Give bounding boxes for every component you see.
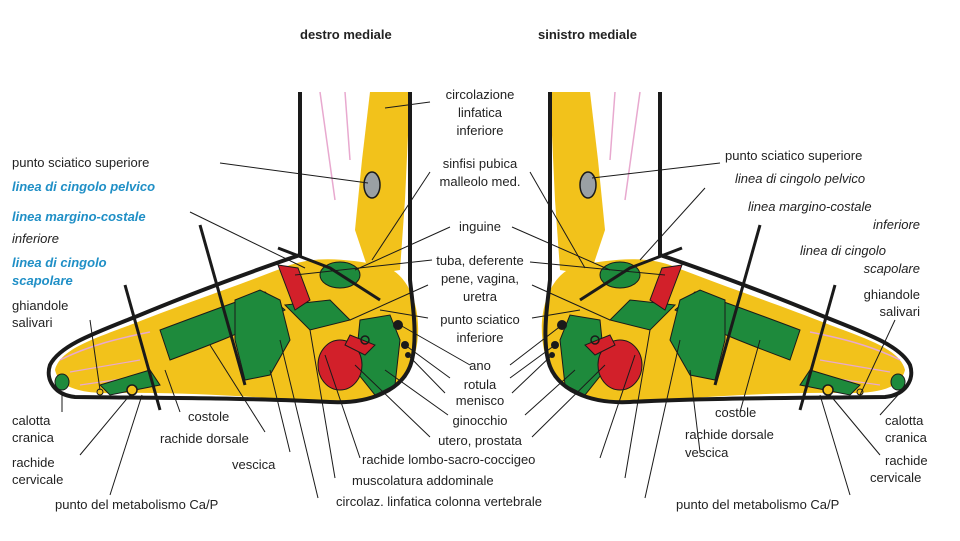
label-metab-left: punto del metabolismo Ca/P <box>55 497 219 512</box>
label-scapolare-right-1: linea di cingolo <box>800 243 887 258</box>
label-rachide-cerv-left-2: cervicale <box>12 472 64 487</box>
label-salivari-right: salivari <box>879 304 920 319</box>
label-utero: utero, prostata <box>438 433 522 448</box>
label-rachide-dors-right: rachide dorsale <box>685 427 774 442</box>
label-vescica-left: vescica <box>232 457 276 472</box>
label-rachide-cerv-right-1: rachide <box>885 453 928 468</box>
label-rachide-cerv-left-1: rachide <box>12 455 55 470</box>
label-sciatico-inf: punto sciatico <box>440 312 520 327</box>
label-menisco: menisco <box>455 393 505 408</box>
label-malleolo: malleolo med. <box>439 174 521 189</box>
label-pene: pene, vagina, <box>440 271 520 286</box>
label-rachide-lsc: rachide lombo-sacro-coccigeo <box>362 452 536 467</box>
label-vescica-right: vescica <box>685 445 729 460</box>
label-calotta-right-1: calotta <box>885 413 924 428</box>
label-circolaz: circolaz. linfatica colonna vertebrale <box>336 494 542 509</box>
label-calotta-left-1: calotta <box>12 413 51 428</box>
label-cingolo-pelvico-right: linea di cingolo pelvico <box>735 171 866 186</box>
label-linfatica: linfatica <box>457 105 503 120</box>
label-rachide-cerv-right-2: cervicale <box>870 470 922 485</box>
label-scapolare-right-2: scapolare <box>863 261 920 276</box>
label-inguine: inguine <box>459 219 501 234</box>
label-inferiore-circ: inferiore <box>456 123 504 138</box>
title-left-foot: sinistro mediale <box>538 27 637 42</box>
label-muscolatura: muscolatura addominale <box>352 473 494 488</box>
label-scapolare-left-2: scapolare <box>12 273 73 288</box>
label-calotta-right-2: cranica <box>885 430 927 445</box>
label-metab-right: punto del metabolismo Ca/P <box>676 497 840 512</box>
label-scapolare-left-1: linea di cingolo <box>12 255 107 270</box>
label-uretra: uretra <box>463 289 497 304</box>
label-salivari-left: salivari <box>12 315 53 330</box>
label-sciatico-sup-right: punto sciatico superiore <box>725 148 863 163</box>
right-foot <box>46 90 421 412</box>
leader-lines <box>61 101 899 499</box>
label-calotta-left-2: cranica <box>12 430 54 445</box>
label-margino-inf-left: inferiore <box>12 231 59 246</box>
title-right-foot: destro mediale <box>300 27 392 42</box>
label-rotula: rotula <box>463 377 497 392</box>
label-margino-left: linea margino-costale <box>12 209 146 224</box>
label-sinfisi: sinfisi pubica <box>442 156 518 171</box>
label-ano: ano <box>469 358 491 373</box>
label-ginocchio: ginocchio <box>452 413 508 428</box>
label-margino-right: linea margino-costale <box>748 199 872 214</box>
label-circolazione: circolazione <box>445 87 515 102</box>
label-margino-inf-right: inferiore <box>873 217 920 232</box>
label-costole-right: costole <box>715 405 757 420</box>
label-rachide-dors-left: rachide dorsale <box>160 431 249 446</box>
label-tuba: tuba, deferente <box>436 253 524 268</box>
label-costole-left: costole <box>188 409 230 424</box>
label-sciatico-sup-left: punto sciatico superiore <box>12 155 150 170</box>
label-cingolo-pelvico-left: linea di cingolo pelvico <box>12 179 156 194</box>
label-ghiandole-left: ghiandole <box>12 298 69 313</box>
label-sciatico-inf-2: inferiore <box>456 330 504 345</box>
label-ghiandole-right: ghiandole <box>863 287 920 302</box>
